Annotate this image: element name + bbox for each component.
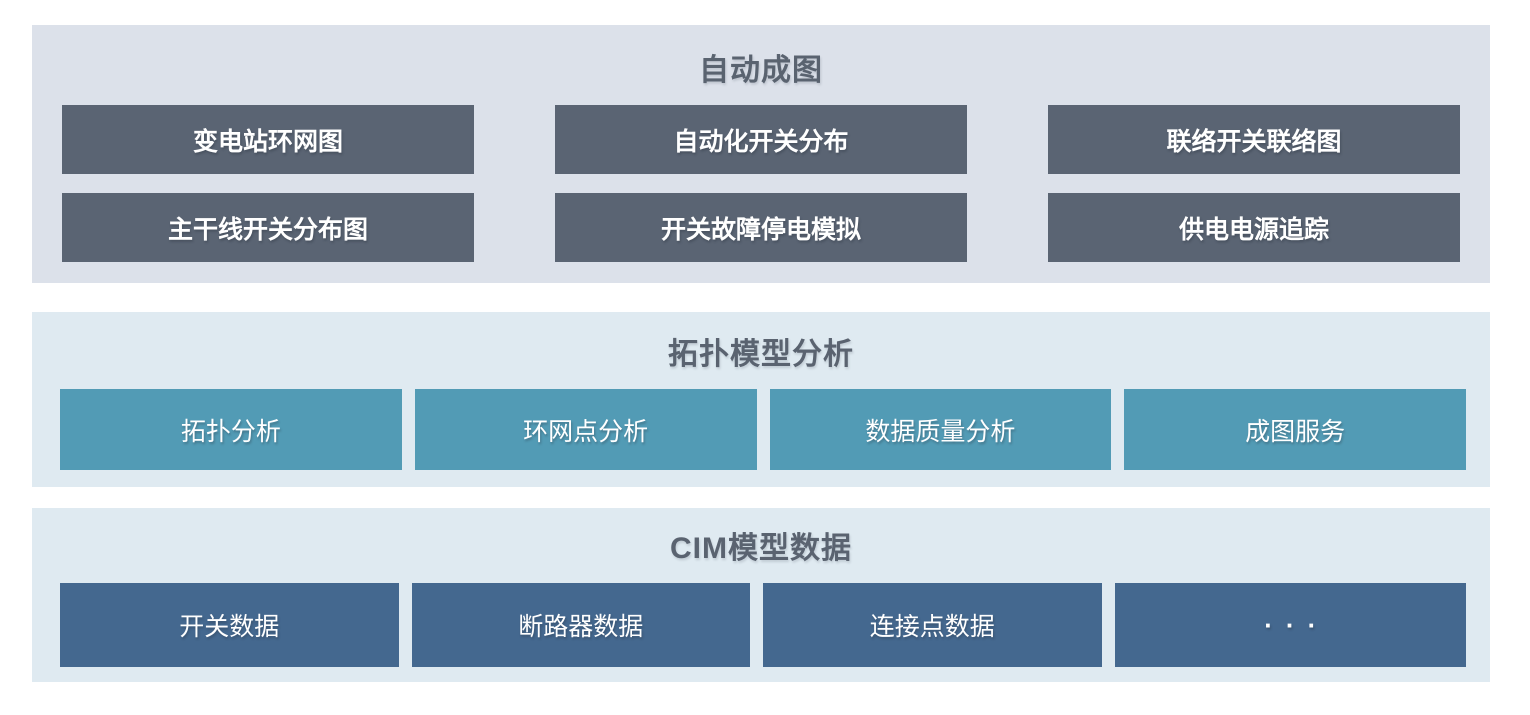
- item-breaker-data: 断路器数据: [411, 583, 750, 667]
- item-more-dots: ···: [1114, 583, 1466, 667]
- item-topology-analysis: 拓扑分析: [60, 389, 402, 470]
- topology-analysis-items: 拓扑分析 环网点分析 数据质量分析 成图服务: [32, 389, 1490, 470]
- item-automated-switch-distribution: 自动化开关分布: [555, 105, 967, 174]
- item-trunk-line-switch-distribution-diagram: 主干线开关分布图: [62, 193, 474, 262]
- cim-data-items: 开关数据 断路器数据 连接点数据 ···: [32, 583, 1490, 667]
- section-title-topology-model-analysis: 拓扑模型分析: [668, 338, 854, 371]
- item-data-quality-analysis: 数据质量分析: [769, 389, 1112, 470]
- section-cim-model-data: CIM模型数据 开关数据 断路器数据 连接点数据 ···: [32, 508, 1490, 682]
- item-diagram-generation-service: 成图服务: [1124, 389, 1466, 470]
- item-tie-switch-connection-diagram: 联络开关联络图: [1048, 105, 1460, 174]
- item-ring-point-analysis: 环网点分析: [414, 389, 757, 470]
- auto-diagram-items: 变电站环网图 自动化开关分布 联络开关联络图 主干线开关分布图 开关故障停电模拟…: [32, 105, 1490, 262]
- item-connection-point-data: 连接点数据: [763, 583, 1102, 667]
- item-power-supply-source-tracing: 供电电源追踪: [1048, 193, 1460, 262]
- section-auto-diagram: 自动成图 变电站环网图 自动化开关分布 联络开关联络图 主干线开关分布图 开关故…: [32, 25, 1490, 283]
- item-substation-ring-network-diagram: 变电站环网图: [62, 105, 474, 174]
- section-topology-model-analysis: 拓扑模型分析 拓扑分析 环网点分析 数据质量分析 成图服务: [32, 312, 1490, 487]
- item-switch-fault-outage-simulation: 开关故障停电模拟: [555, 193, 967, 262]
- item-switch-data: 开关数据: [60, 583, 399, 667]
- section-title-cim-model-data: CIM模型数据: [670, 532, 852, 565]
- section-title-auto-diagram: 自动成图: [699, 54, 823, 87]
